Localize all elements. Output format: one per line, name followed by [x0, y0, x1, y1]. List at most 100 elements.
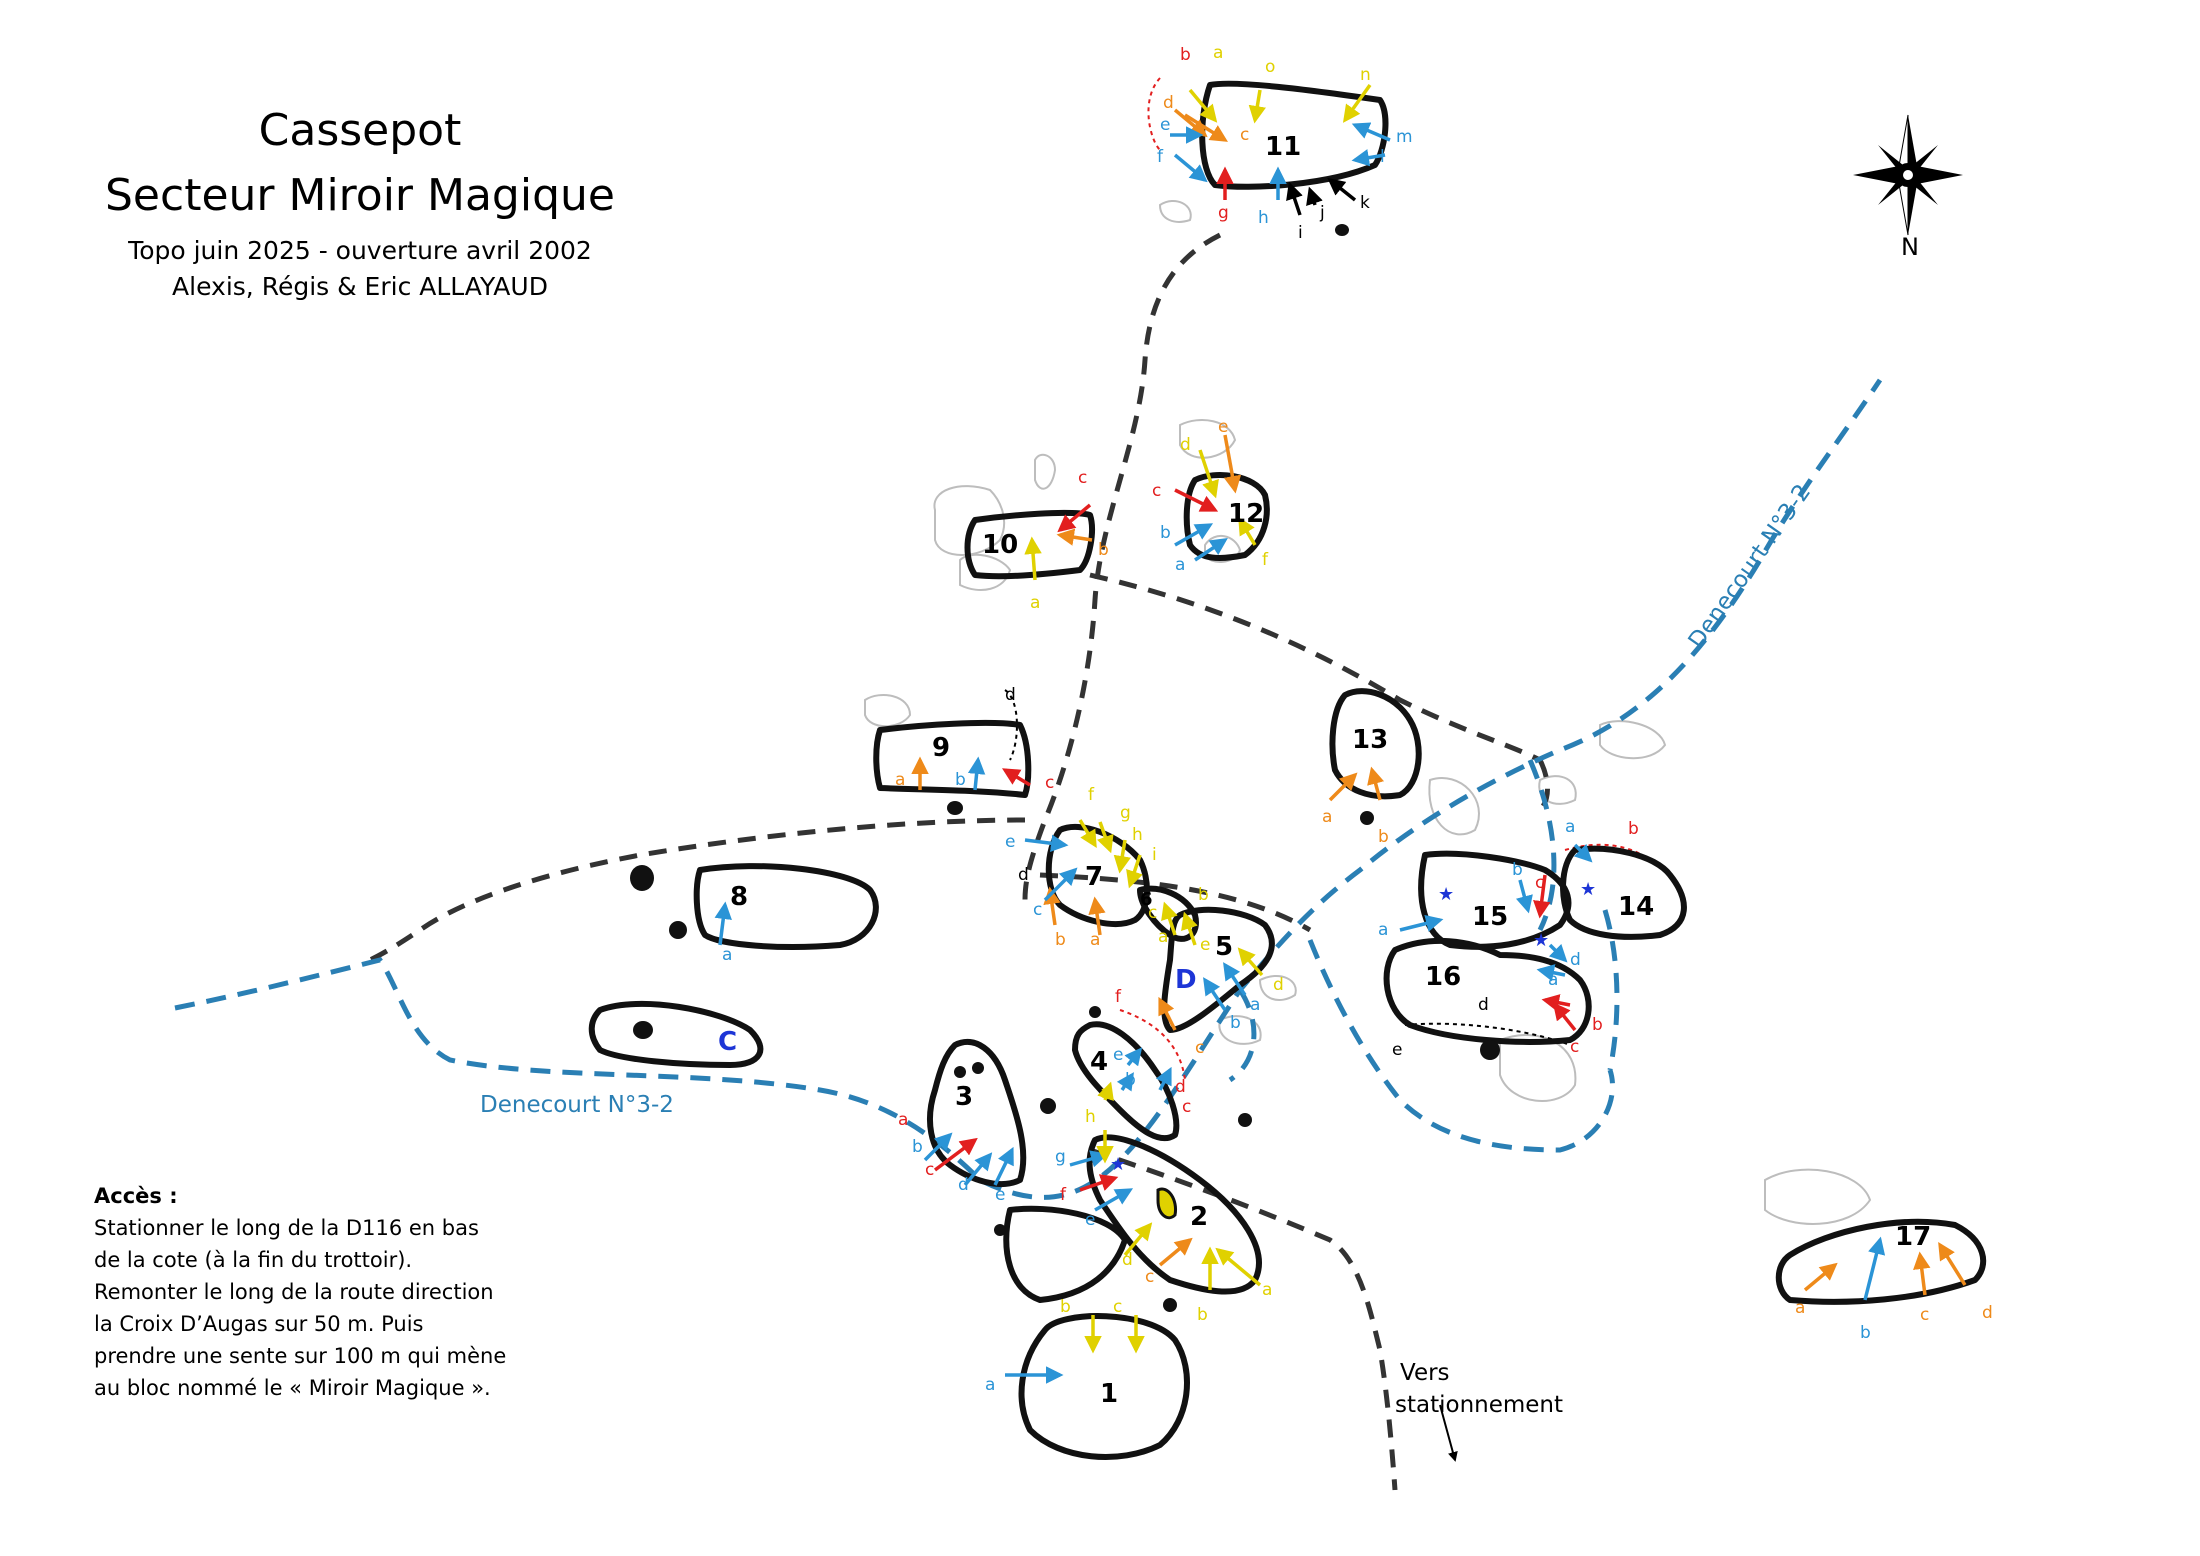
svg-text:d: d [1018, 865, 1029, 885]
svg-text:f: f [1060, 1185, 1067, 1205]
svg-text:g: g [1120, 803, 1131, 823]
svg-text:b: b [1125, 1070, 1136, 1090]
boulder-label-3: 3 [955, 1082, 973, 1112]
svg-text:h: h [1258, 208, 1269, 228]
svg-text:a: a [1158, 927, 1168, 947]
svg-text:l: l [1380, 147, 1385, 167]
svg-text:d: d [1122, 1250, 1133, 1270]
svg-text:d: d [1273, 975, 1284, 995]
svg-text:c: c [1113, 1297, 1122, 1317]
trail-label-left: Denecourt N°3-2 [480, 1092, 674, 1118]
boulder-16 [1383, 938, 1592, 1045]
zone-label-c: C [718, 1027, 737, 1057]
svg-text:c: c [925, 1160, 934, 1180]
svg-text:k: k [1360, 193, 1370, 213]
topo-date: Topo juin 2025 - ouverture avril 2002 [128, 236, 592, 265]
small-blocks [630, 224, 1500, 1312]
svg-text:b: b [1378, 827, 1389, 847]
svg-text:b: b [1860, 1323, 1871, 1343]
compass-label: N [1901, 233, 1919, 261]
svg-text:a: a [1322, 807, 1332, 827]
access-line: Stationner le long de la D116 en bas [94, 1216, 479, 1240]
boulder-label-14: 14 [1618, 892, 1654, 922]
boulder-7 [1045, 823, 1150, 928]
svg-text:i: i [1298, 223, 1303, 243]
svg-text:f: f [1262, 550, 1269, 570]
svg-text:a: a [1795, 1298, 1805, 1318]
svg-text:a: a [1262, 1280, 1272, 1300]
svg-text:g: g [1055, 1147, 1066, 1167]
boulder-label-15: 15 [1472, 902, 1508, 932]
svg-text:f: f [1157, 147, 1164, 167]
svg-text:o: o [1265, 57, 1275, 77]
boulder-label-17: 17 [1895, 1222, 1931, 1252]
svg-text:a: a [1175, 555, 1185, 575]
boulder-13 [1329, 688, 1422, 800]
boulder-label-1: 1 [1100, 1379, 1118, 1409]
svg-text:a: a [898, 1110, 908, 1130]
svg-text:d: d [1982, 1303, 1993, 1323]
boulder-label-9: 9 [932, 733, 950, 763]
boulder-label-13: 13 [1352, 725, 1388, 755]
access-line: de la cote (à la fin du trottoir). [94, 1248, 413, 1272]
boulder-label-7: 7 [1085, 862, 1103, 892]
svg-text:d: d [1570, 950, 1581, 970]
parking-label-line2: stationnement [1395, 1392, 1563, 1418]
boulder-4 [1072, 1021, 1180, 1142]
svg-text:c: c [1920, 1305, 1929, 1325]
map-title: Cassepot [258, 105, 462, 156]
parking-label-line1: Vers [1400, 1360, 1450, 1386]
svg-text:b: b [1160, 523, 1171, 543]
svg-text:c: c [1045, 773, 1054, 793]
svg-text:c: c [1195, 1038, 1204, 1058]
svg-text:c: c [1148, 903, 1157, 923]
svg-text:j: j [1319, 203, 1325, 223]
boulder-17 [1775, 1218, 1987, 1305]
boulder-label-11: 11 [1265, 132, 1301, 162]
svg-text:b: b [1230, 1013, 1241, 1033]
svg-text:b: b [1512, 860, 1523, 880]
boulder-label-5: 5 [1215, 932, 1233, 962]
boulder-8 [693, 863, 879, 950]
access-line: au bloc nommé le « Miroir Magique ». [94, 1376, 491, 1400]
authors: Alexis, Régis & Eric ALLAYAUD [172, 272, 548, 301]
svg-text:c: c [1078, 468, 1087, 488]
compass-rose-icon [1853, 114, 1963, 236]
svg-text:★: ★ [1438, 884, 1454, 905]
svg-text:b: b [955, 770, 966, 790]
svg-text:e: e [1200, 935, 1210, 955]
svg-text:b: b [1197, 1305, 1208, 1325]
access-paths [368, 232, 1550, 1491]
svg-text:a: a [1100, 1083, 1110, 1103]
boulder-c [588, 1000, 764, 1068]
svg-text:i: i [1152, 845, 1157, 865]
svg-text:a: a [1030, 593, 1040, 613]
svg-text:a: a [1250, 995, 1260, 1015]
svg-text:a: a [985, 1375, 995, 1395]
boulder-2 [1086, 1134, 1262, 1295]
svg-text:h: h [1085, 1107, 1096, 1127]
boulder-label-2: 2 [1190, 1202, 1208, 1232]
svg-text:e: e [1160, 115, 1170, 135]
svg-text:c: c [1570, 1037, 1579, 1057]
svg-text:e: e [1085, 1210, 1095, 1230]
access-line: prendre une sente sur 100 m qui mène [94, 1344, 507, 1368]
zone-label-d: D [1175, 965, 1197, 995]
svg-text:c: c [1240, 125, 1249, 145]
yellow-hold [1156, 1187, 1178, 1220]
map-subtitle: Secteur Miroir Magique [105, 170, 615, 221]
svg-text:e: e [1392, 1040, 1402, 1060]
svg-text:e: e [1113, 1045, 1123, 1065]
boulder-label-10: 10 [982, 530, 1018, 560]
svg-text:d: d [1163, 93, 1174, 113]
svg-text:★: ★ [1533, 930, 1549, 951]
boulder-number-labels: 1 2 3 4 5 6 7 8 9 10 11 12 13 14 15 16 1… [730, 132, 1931, 1409]
svg-text:b: b [1098, 540, 1109, 560]
svg-text:c: c [1182, 1097, 1191, 1117]
svg-text:b: b [1198, 885, 1209, 905]
problem-arrows [714, 83, 1967, 1384]
boulder-label-4: 4 [1090, 1047, 1108, 1077]
svg-text:e: e [1218, 417, 1228, 437]
svg-text:f: f [1088, 785, 1095, 805]
